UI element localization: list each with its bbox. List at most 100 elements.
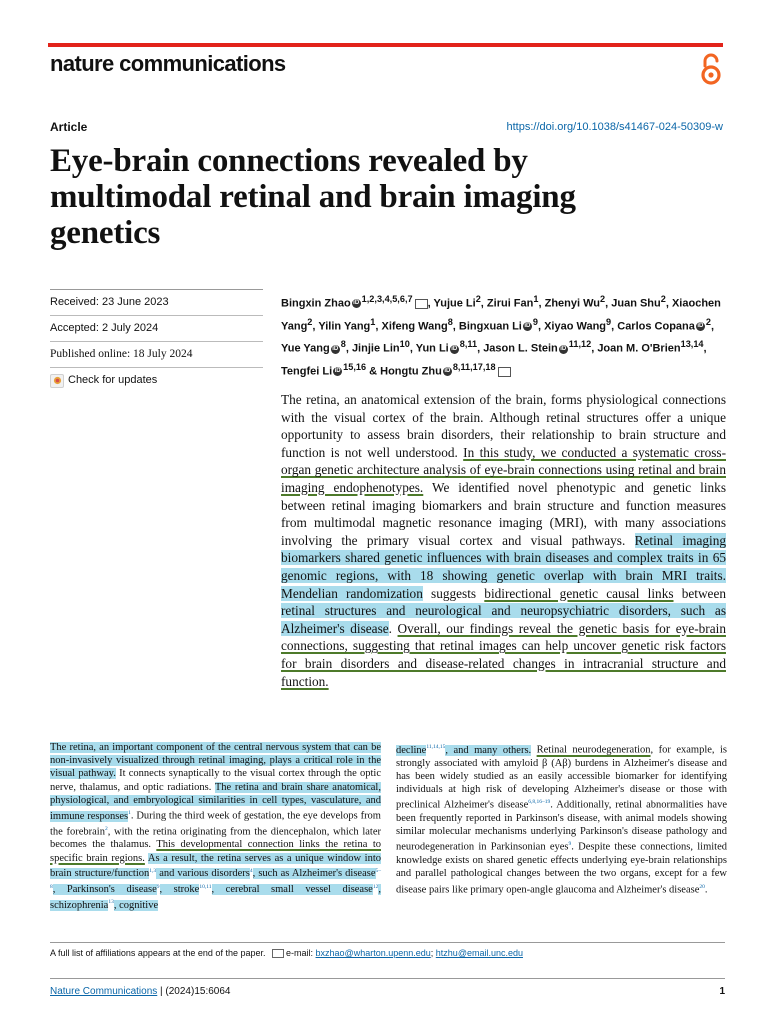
received-date: Received: 23 June 2023: [50, 289, 263, 315]
text-segment: , for example, is strongly associated wi…: [396, 744, 727, 811]
reference-citation[interactable]: 13: [108, 899, 114, 906]
author-affiliation: 8: [340, 339, 346, 350]
body-text-right-column: decline11,14,15, and many others. Retina…: [396, 741, 727, 896]
footer-volume: | (2024)15:6064: [157, 986, 231, 997]
reference-citation[interactable]: 6,8,16–19: [528, 799, 551, 806]
check-for-updates-button[interactable]: Check for updates: [50, 367, 263, 393]
footer-citation: Nature Communications | (2024)15:6064: [50, 986, 230, 997]
underlined-text: This developmental connection links the …: [50, 839, 381, 864]
author-affiliation: 2: [600, 294, 606, 304]
text-segment: , with the retina originating from the d…: [50, 826, 382, 851]
highlighted-text: Mendelian randomization: [281, 585, 423, 601]
highlighted-text: , and many others.: [445, 744, 532, 756]
orcid-icon[interactable]: iD: [442, 367, 452, 377]
author-affiliation: 1: [533, 294, 539, 304]
reference-citation[interactable]: 2: [104, 825, 108, 832]
orcid-icon[interactable]: iD: [330, 344, 340, 354]
check-updates-label: Check for updates: [68, 374, 158, 386]
author-affiliation: 10: [399, 339, 410, 350]
orcid-icon[interactable]: iD: [558, 344, 568, 354]
accepted-date: Accepted: 2 July 2024: [50, 315, 263, 341]
journal-top-rule: [48, 43, 723, 47]
reference-citation[interactable]: 12: [372, 883, 379, 890]
email-link-zhao[interactable]: bxzhao@wharton.upenn.edu: [315, 948, 431, 958]
reference-citation[interactable]: 5–8: [50, 867, 382, 890]
orcid-icon[interactable]: iD: [522, 321, 532, 331]
reference-citation[interactable]: 4: [249, 867, 253, 874]
page-number: 1: [719, 986, 725, 997]
highlighted-text: decline: [396, 744, 427, 756]
orcid-icon[interactable]: iD: [351, 299, 361, 309]
author-affiliation: 8: [447, 316, 453, 327]
author-name[interactable]: Hongtu Zhu: [380, 365, 442, 378]
author-name[interactable]: Bingxin Zhao: [281, 297, 351, 310]
reference-citation[interactable]: 11,14,15: [426, 744, 446, 750]
author-name[interactable]: Yujue Li: [433, 297, 476, 310]
affiliations-footnote: A full list of affiliations appears at t…: [50, 942, 725, 959]
author-name[interactable]: Jinjie Lin: [351, 342, 400, 355]
author-name[interactable]: Tengfei Li: [281, 365, 333, 378]
email-label: e-mail:: [286, 948, 314, 958]
reference-citation[interactable]: 20: [699, 883, 705, 890]
author-name[interactable]: Bingxuan Li: [458, 320, 522, 333]
affiliations-note: A full list of affiliations appears at t…: [50, 948, 266, 958]
orcid-icon[interactable]: iD: [695, 321, 705, 331]
author-affiliation: 2: [660, 294, 666, 304]
author-name[interactable]: Yun Li: [415, 342, 449, 355]
author-name[interactable]: Xifeng Wang: [381, 320, 448, 333]
email-link-zhu[interactable]: htzhu@email.unc.edu: [435, 948, 523, 958]
abstract: The retina, an anatomical extension of t…: [281, 391, 726, 690]
author-affiliation: 9: [606, 316, 612, 327]
author-name[interactable]: Xiaochen Yang: [281, 297, 721, 333]
doi-link[interactable]: https://doi.org/10.1038/s41467-024-50309…: [506, 121, 724, 133]
text-segment: We identified novel phenotypic and genet…: [281, 479, 727, 548]
check-updates-icon: [50, 373, 64, 388]
highlighted-text: , such as Alzheimer's disease: [252, 868, 376, 880]
orcid-icon[interactable]: iD: [449, 344, 459, 354]
author-affiliation: 1,2,3,4,5,6,7: [361, 294, 413, 304]
author-affiliation: 11,12: [568, 339, 592, 350]
published-date: Published online: 18 July 2024: [50, 341, 263, 367]
email-icon[interactable]: [414, 298, 428, 309]
author-affiliation: 1: [370, 316, 376, 327]
author-affiliation: 2: [705, 316, 711, 327]
author-name[interactable]: Carlos Copana: [617, 320, 695, 333]
underlined-text: Overall, our findings reveal the genetic…: [281, 620, 726, 689]
author-name[interactable]: Jason L. Stein: [483, 342, 558, 355]
author-name[interactable]: Xiyao Wang: [544, 320, 607, 333]
article-type: Article: [50, 120, 88, 134]
author-name[interactable]: Joan M. O'Brien: [597, 342, 681, 355]
body-text-left-column: The retina, an important component of th…: [50, 741, 382, 912]
highlighted-text: , cerebral small vessel disease: [211, 884, 373, 896]
underlined-text: bidirectional genetic causal links: [484, 585, 674, 601]
author-name[interactable]: Zhenyi Wu: [544, 297, 601, 310]
author-name[interactable]: Juan Shu: [611, 297, 661, 310]
page-footer: Nature Communications | (2024)15:6064 1: [50, 978, 725, 997]
text-segment: . During the third week of gestation, th…: [50, 810, 381, 838]
underlined-text: Retinal neurodegeneration: [536, 744, 651, 756]
reference-citation[interactable]: 1,3: [149, 867, 157, 874]
author-name[interactable]: Zirui Fan: [486, 297, 534, 310]
highlighted-text: , stroke: [159, 884, 200, 896]
text-segment: .: [704, 884, 708, 896]
author-affiliation: 2: [307, 316, 313, 327]
reference-citation[interactable]: 1: [128, 810, 131, 817]
underlined-text: In this study, we conducted a systematic…: [281, 444, 726, 495]
article-title: Eye-brain connections revealed by multim…: [50, 143, 576, 251]
open-access-icon: [701, 53, 721, 85]
reference-citation[interactable]: 10,11: [199, 883, 212, 890]
highlighted-text: , Parkinson's disease: [52, 884, 157, 896]
orcid-icon[interactable]: iD: [333, 367, 343, 377]
author-affiliation: 9: [532, 316, 538, 327]
journal-name: nature communications: [50, 51, 286, 76]
author-affiliation: 2: [475, 294, 481, 304]
footer-journal-link[interactable]: Nature Communications: [50, 986, 158, 997]
email-icon[interactable]: [497, 366, 511, 377]
author-name[interactable]: Yue Yang: [281, 342, 330, 355]
reference-citation[interactable]: 9: [568, 841, 572, 848]
author-name[interactable]: Yilin Yang: [318, 320, 371, 333]
author-affiliation: 8,11,17,18: [452, 361, 496, 372]
text-segment: .: [388, 620, 398, 636]
reference-citation[interactable]: 9: [156, 883, 160, 890]
